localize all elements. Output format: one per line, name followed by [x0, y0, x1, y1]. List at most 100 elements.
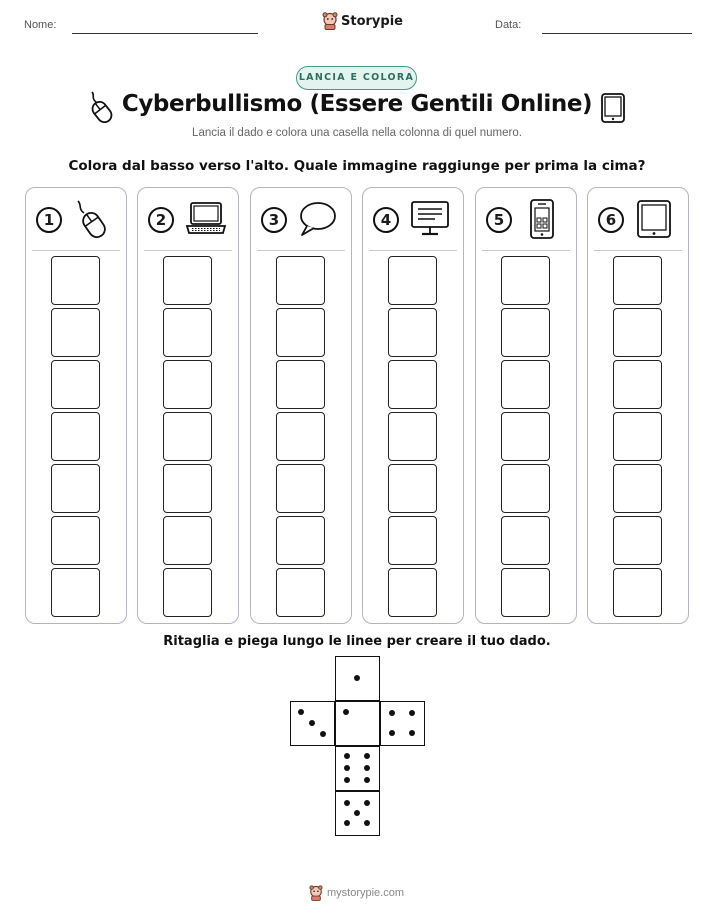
- color-box[interactable]: [276, 412, 325, 461]
- die-pip: [298, 709, 304, 715]
- column-divider: [369, 250, 457, 251]
- die-pip: [364, 800, 370, 806]
- tablet-icon: [634, 199, 674, 243]
- color-box[interactable]: [163, 308, 212, 357]
- laptop-icon: [184, 199, 228, 243]
- color-box[interactable]: [388, 464, 437, 513]
- color-box[interactable]: [613, 256, 662, 305]
- activity-badge: LANCIA E COLORA: [296, 66, 417, 90]
- color-box[interactable]: [51, 308, 100, 357]
- die-pip: [389, 710, 395, 716]
- color-box[interactable]: [51, 464, 100, 513]
- die-face-4: [380, 701, 425, 746]
- color-box[interactable]: [51, 256, 100, 305]
- column-3: 3: [250, 187, 352, 624]
- color-box[interactable]: [276, 308, 325, 357]
- date-label: Data:: [495, 19, 522, 31]
- color-box[interactable]: [613, 308, 662, 357]
- die-pip: [344, 777, 350, 783]
- color-box[interactable]: [501, 464, 550, 513]
- die-face-3: [290, 701, 335, 746]
- die-pip: [354, 810, 360, 816]
- storypie-mascot-icon: [309, 885, 323, 901]
- brand-logo: Storypie: [322, 12, 403, 30]
- color-box[interactable]: [388, 516, 437, 565]
- die-pip: [343, 709, 349, 715]
- color-box[interactable]: [613, 568, 662, 617]
- die-pip: [354, 675, 360, 681]
- color-box[interactable]: [163, 516, 212, 565]
- die-pip: [364, 765, 370, 771]
- column-6: 6: [587, 187, 689, 624]
- color-box[interactable]: [163, 412, 212, 461]
- color-box[interactable]: [501, 516, 550, 565]
- die-pip: [389, 730, 395, 736]
- color-box[interactable]: [501, 256, 550, 305]
- die-face-1: [335, 656, 380, 701]
- color-box[interactable]: [276, 464, 325, 513]
- color-box[interactable]: [388, 360, 437, 409]
- smartphone-icon: [522, 199, 562, 243]
- color-box[interactable]: [163, 568, 212, 617]
- color-box[interactable]: [51, 516, 100, 565]
- die-pip: [364, 777, 370, 783]
- die-pip: [364, 753, 370, 759]
- die-face-1-center: [335, 701, 380, 746]
- die-pip: [344, 753, 350, 759]
- color-box[interactable]: [276, 360, 325, 409]
- color-box[interactable]: [276, 256, 325, 305]
- die-pip: [344, 800, 350, 806]
- color-box[interactable]: [51, 360, 100, 409]
- column-4: 4: [362, 187, 464, 624]
- page-title: Cyberbullismo (Essere Gentili Online): [121, 91, 593, 117]
- color-box[interactable]: [501, 412, 550, 461]
- color-box[interactable]: [276, 568, 325, 617]
- column-divider: [32, 250, 120, 251]
- mouse-icon: [84, 90, 116, 128]
- storypie-mascot-icon: [322, 12, 338, 30]
- die-pip: [409, 730, 415, 736]
- column-divider: [144, 250, 232, 251]
- column-number: 2: [148, 207, 174, 233]
- color-box[interactable]: [613, 360, 662, 409]
- page-subtitle: Lancia il dado e colora una casella nell…: [192, 127, 522, 139]
- column-number: 4: [373, 207, 399, 233]
- color-box[interactable]: [163, 256, 212, 305]
- footer: mystorypie.com: [309, 885, 404, 901]
- column-1: 1: [25, 187, 127, 624]
- die-pip: [344, 820, 350, 826]
- footer-url[interactable]: mystorypie.com: [327, 887, 405, 899]
- color-box[interactable]: [388, 256, 437, 305]
- column-divider: [482, 250, 570, 251]
- color-box[interactable]: [501, 568, 550, 617]
- color-box[interactable]: [51, 568, 100, 617]
- color-box[interactable]: [501, 360, 550, 409]
- die-pip: [309, 720, 315, 726]
- color-box[interactable]: [388, 568, 437, 617]
- color-box[interactable]: [388, 412, 437, 461]
- name-line: [72, 33, 258, 34]
- die-pip: [320, 731, 326, 737]
- computer-monitor-icon: [409, 199, 451, 243]
- die-face-6: [335, 746, 380, 791]
- brand-name: Storypie: [341, 13, 403, 29]
- color-box[interactable]: [163, 464, 212, 513]
- color-box[interactable]: [613, 412, 662, 461]
- column-number: 3: [261, 207, 287, 233]
- color-box[interactable]: [51, 412, 100, 461]
- color-box[interactable]: [613, 516, 662, 565]
- speech-bubble-icon: [297, 199, 337, 243]
- color-box[interactable]: [388, 308, 437, 357]
- column-divider: [594, 250, 682, 251]
- column-divider: [257, 250, 345, 251]
- date-line: [542, 33, 692, 34]
- column-number: 5: [486, 207, 512, 233]
- column-2: 2: [137, 187, 239, 624]
- name-label: Nome:: [24, 19, 57, 31]
- tablet-icon: [599, 92, 627, 128]
- color-box[interactable]: [276, 516, 325, 565]
- column-5: 5: [475, 187, 577, 624]
- color-box[interactable]: [163, 360, 212, 409]
- color-box[interactable]: [613, 464, 662, 513]
- color-box[interactable]: [501, 308, 550, 357]
